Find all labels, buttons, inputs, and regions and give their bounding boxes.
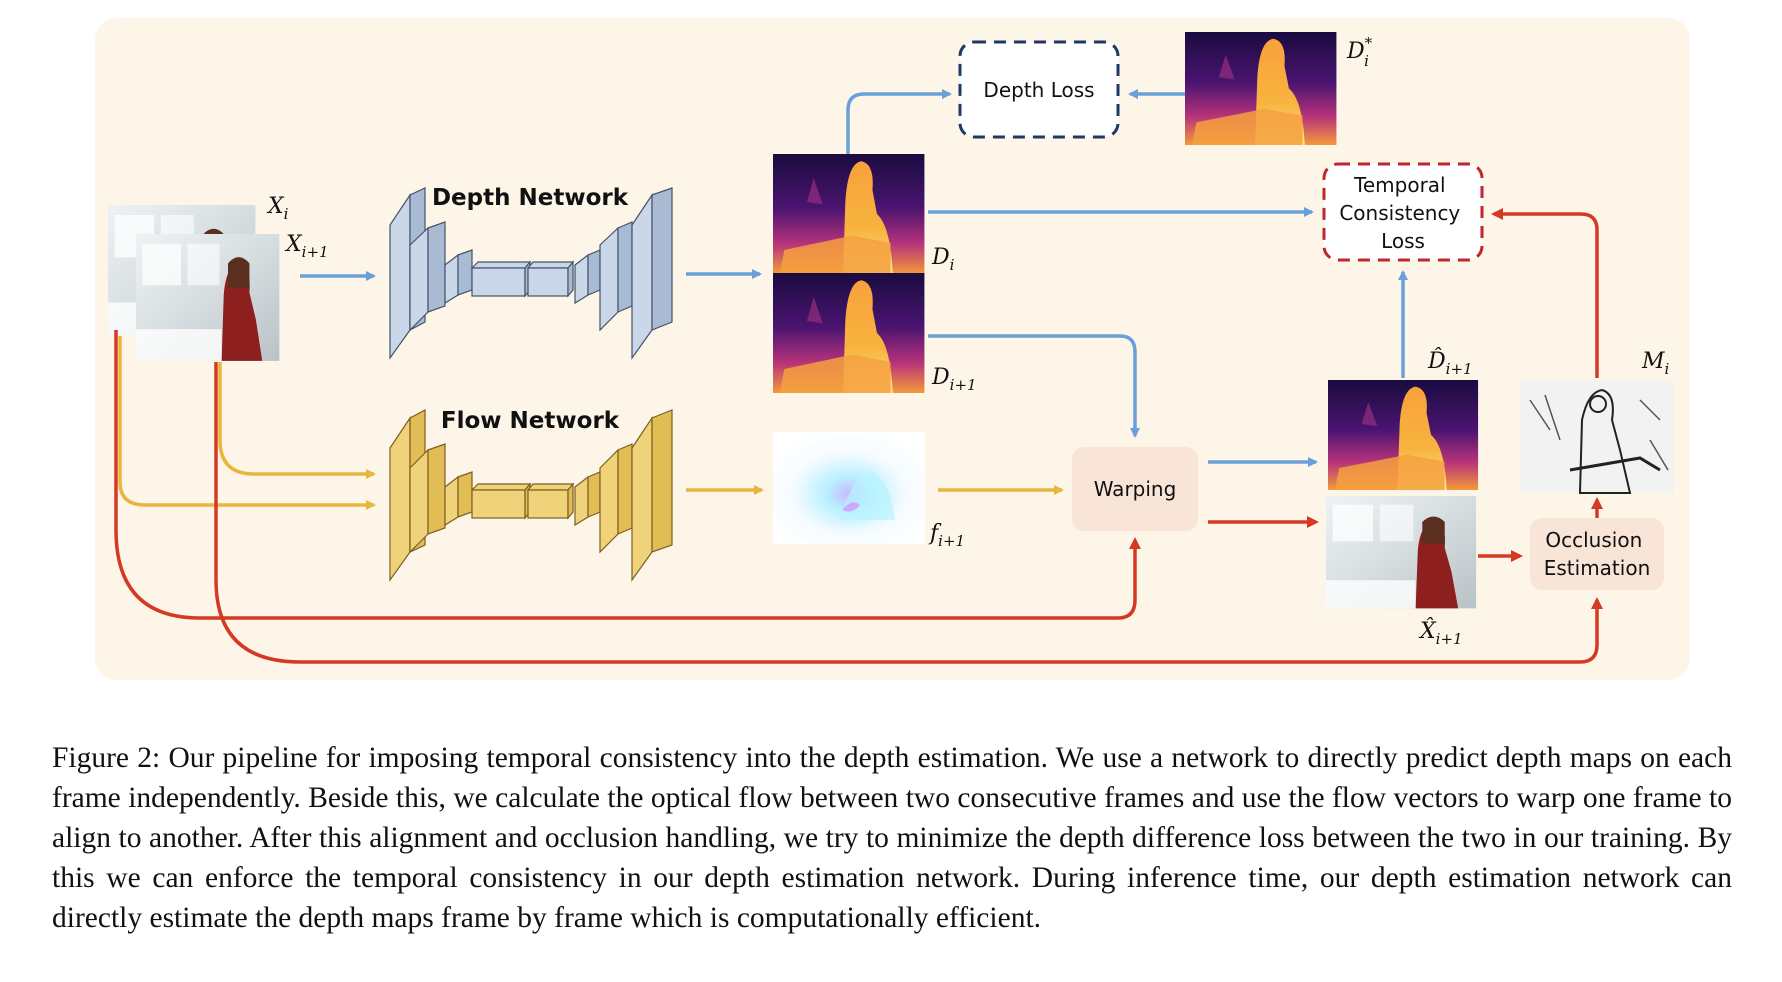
red-arrows [114,208,1603,664]
figure-caption: Figure 2: Our pipeline for imposing temp… [52,742,1732,934]
temporal-loss-label: Temporal Consistency Loss [1339,173,1466,253]
flow-network [389,409,673,582]
depth-loss-box [958,40,1120,139]
yellow-arrows [118,336,1064,510]
depth-network-label: Depth Network [432,185,629,211]
flow-network-label: Flow Network [441,408,620,434]
flow-field-image [773,432,925,544]
occlusion-mask [1520,381,1674,494]
ground-truth-depth [1185,32,1337,145]
blue-arrows [300,89,1408,467]
label-di: Di [931,245,955,274]
label-di1: Di+1 [931,365,977,394]
pipeline-diagram: Xi Xi+1 Depth Network [95,18,1690,680]
label-gt: D*i [1346,34,1373,70]
label-xhat: X̂i+1 [1418,618,1463,648]
occlusion-estimation-label: Occlusion Estimation [1544,528,1651,580]
depth-map-di1 [773,273,925,393]
warping-label: Warping [1094,477,1177,501]
depth-network [389,187,673,360]
warped-frame [1326,496,1477,609]
label-dhat: D̂i+1 [1427,348,1473,378]
label-xi: Xi [266,194,289,223]
input-frame-xi1 [136,234,280,361]
occlusion-estimation-box [1530,518,1664,590]
warping-box [1072,447,1198,531]
depth-loss-label: Depth Loss [983,78,1094,102]
depth-map-di [773,154,925,274]
warped-depth [1328,380,1479,490]
temporal-loss-box [1322,162,1484,262]
label-xi1: Xi+1 [284,232,329,261]
label-mask: Mi [1641,349,1670,378]
